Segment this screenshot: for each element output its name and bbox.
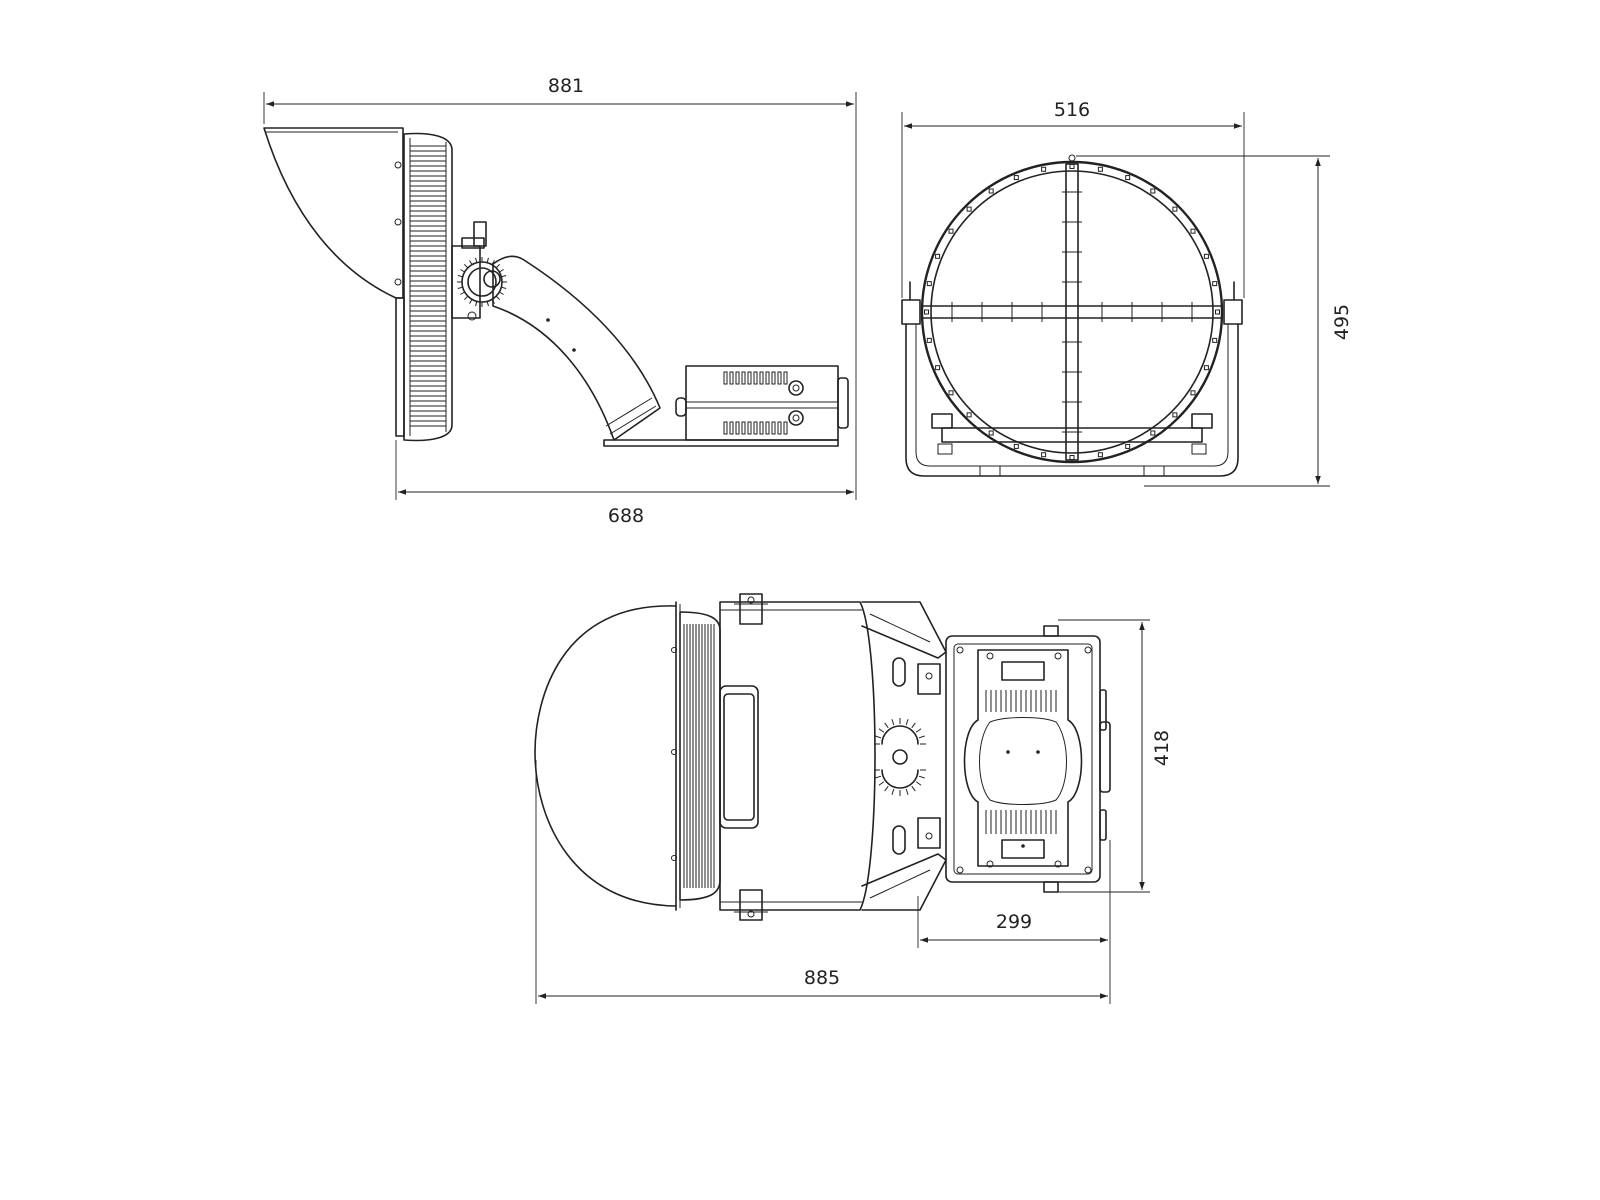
front-inner-ring [930,170,1214,454]
dim-label-881: 881 [548,75,584,97]
top-box-bolts [956,646,1092,874]
front-horizontal-bar [921,305,1223,319]
side-box-vents [723,371,788,435]
top-handle [719,685,759,829]
dim-label-299: 299 [996,911,1032,933]
dim-label-418: 418 [1151,730,1173,766]
front-right-pivot [1223,299,1243,325]
side-bracket-arm [492,255,661,441]
side-heatsink [403,132,453,442]
side-reflector [263,127,404,299]
top-view: 418 299 885 [534,593,1173,1004]
front-view: 516 495 [901,99,1353,487]
top-reflector [534,605,677,907]
side-base-plate [603,439,839,447]
top-box-fins [985,690,1057,834]
front-vertical-bar [1065,163,1079,461]
top-tilt-scale [874,718,926,796]
top-box-inner-plate [963,649,1083,867]
front-left-pivot [901,299,921,325]
dim-label-495: 495 [1331,304,1353,340]
front-base-bar [941,427,1203,443]
dim-label-516: 516 [1054,99,1090,121]
top-clamp-upper [739,593,763,625]
front-ring-bolts [924,164,1220,460]
side-lens-plate [395,297,405,437]
top-yoke-plate [719,601,876,911]
side-heatsink-fins [410,145,446,427]
dim-label-688: 688 [608,505,644,527]
front-cross-ticks [951,191,1193,433]
side-mount-plate [451,245,481,319]
top-clamp-lower [739,889,763,921]
top-heatsink-fins [683,624,715,888]
dim-label-885: 885 [804,967,840,989]
side-driver-box [685,365,839,441]
side-view: 881 688 [263,75,857,527]
front-yoke [905,323,1239,477]
